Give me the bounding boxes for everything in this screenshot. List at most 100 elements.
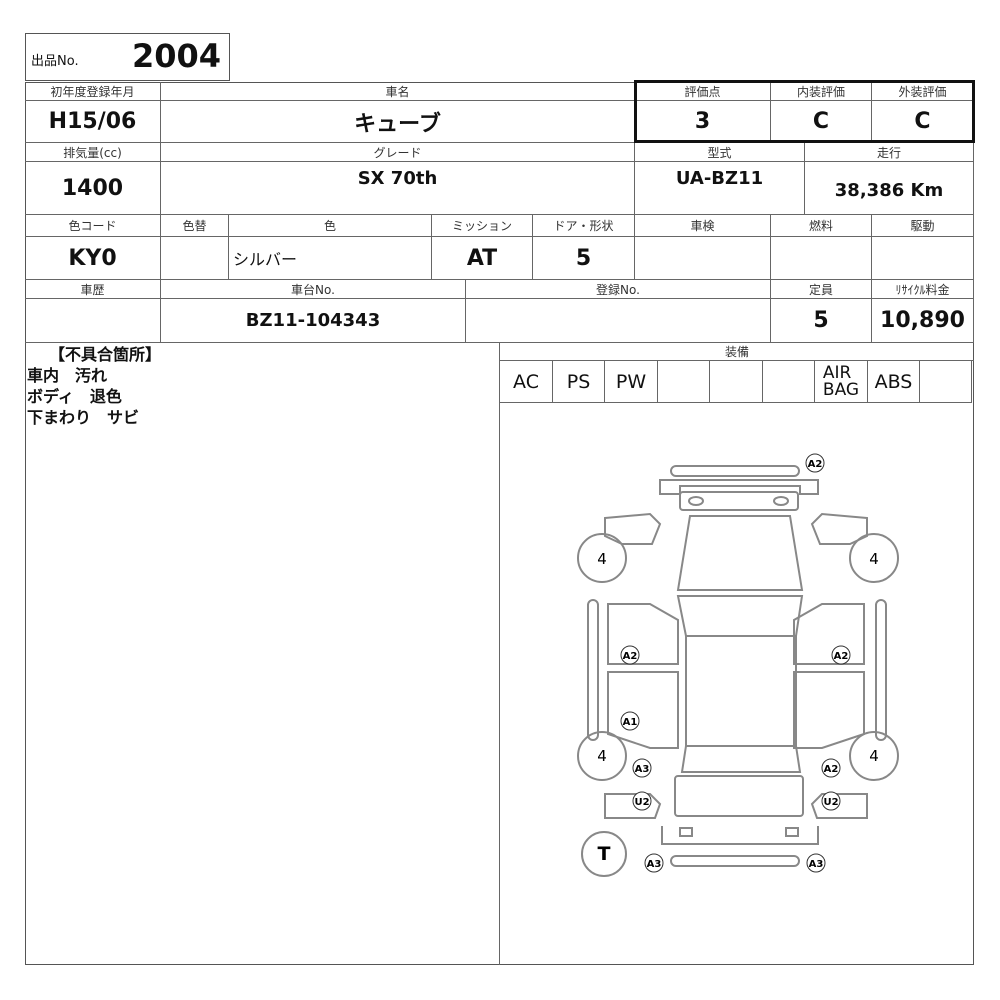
car-value: キューブ: [161, 101, 635, 143]
svg-text:A3: A3: [647, 859, 662, 870]
tail-left: [679, 827, 693, 837]
wheel-fr-score: 4: [869, 550, 879, 568]
svg-text:A3: A3: [809, 859, 824, 870]
score-label: 評価点: [635, 82, 771, 101]
history-label: 車歴: [25, 280, 161, 299]
mark-left-underbody: U2: [632, 791, 652, 811]
equip-abs: ABS: [868, 361, 920, 403]
mark-rear-right: A3: [806, 853, 826, 873]
drive-label: 駆動: [872, 215, 974, 237]
door-value: 5: [533, 237, 635, 280]
front-grille-frame: [659, 479, 819, 495]
grade-label: グレード: [161, 143, 635, 162]
rear-door: [674, 775, 804, 817]
headlight-left: [688, 496, 704, 506]
recycle-label: ﾘｻｲｸﾙ料金: [872, 280, 974, 299]
car-label: 車名: [161, 82, 635, 101]
year-value: H15/06: [25, 101, 161, 143]
equip-slot: [658, 361, 710, 403]
colorcode-label: 色コード: [25, 215, 161, 237]
mark-front-bumper: A2: [805, 453, 825, 473]
mark-left-front-door: A2: [620, 645, 640, 665]
recycle-value: 10,890: [872, 299, 974, 343]
inspection-value: [635, 237, 771, 280]
fuel-label: 燃料: [771, 215, 872, 237]
front-bumper: [670, 465, 800, 477]
windshield: [676, 595, 804, 637]
car-diagram: 4 4 4 4 T A2 A2 A2 A1 A3 A2 U2 U2 A3 A3: [577, 453, 899, 877]
model-value: UA-BZ11: [635, 162, 805, 215]
model-label: 型式: [635, 143, 805, 162]
year-label: 初年度登録年月: [25, 82, 161, 101]
inspection-label: 車検: [635, 215, 771, 237]
hood: [676, 515, 804, 591]
svg-text:U2: U2: [823, 797, 838, 808]
lot-number: 2004: [131, 37, 221, 75]
svg-text:A1: A1: [623, 717, 638, 728]
reg-label: 登録No.: [466, 280, 771, 299]
history-value: [25, 299, 161, 343]
front-panel: [679, 491, 799, 511]
capacity-value: 5: [771, 299, 872, 343]
section-divider: [499, 343, 500, 965]
equip-slot: [920, 361, 972, 403]
right-rear-door: [793, 671, 865, 749]
mileage-value: 38,386 Km: [805, 162, 974, 215]
mark-right-front-door: A2: [831, 645, 851, 665]
defect-item: 車内 汚れ: [27, 366, 108, 385]
color-label: 色: [229, 215, 432, 237]
equip-airbag: AIR BAG: [815, 361, 868, 403]
left-rear-fender: [604, 793, 662, 819]
equip-ac: AC: [500, 361, 553, 403]
lot-box: 出品No. 2004: [25, 33, 230, 81]
rear-bumper-frame: [661, 826, 819, 845]
equipment-title: 装備: [500, 343, 974, 361]
equip-slot: [710, 361, 763, 403]
color-value: シルバー: [229, 237, 432, 280]
defects-section: 【不具合箇所】 車内 汚れ ボディ 退色 下まわり サビ: [27, 344, 497, 428]
interior-label: 内装評価: [771, 82, 872, 101]
door-label: ドア・形状: [533, 215, 635, 237]
repaint-label: 色替: [161, 215, 229, 237]
chassis-value: BZ11-104343: [161, 299, 466, 343]
defects-title: 【不具合箇所】: [49, 345, 162, 364]
capacity-label: 定員: [771, 280, 872, 299]
svg-text:A2: A2: [824, 764, 839, 775]
wheel-fl-score: 4: [597, 550, 607, 568]
rear-step: [670, 855, 800, 867]
exterior-label: 外装評価: [872, 82, 974, 101]
repaint-value: [161, 237, 229, 280]
equip-ps: PS: [553, 361, 605, 403]
svg-text:A2: A2: [623, 651, 638, 662]
headlight-right: [773, 496, 789, 506]
score-value: 3: [635, 101, 771, 143]
colorcode-value: KY0: [25, 237, 161, 280]
mark-left-rear-door: A1: [620, 711, 640, 731]
defect-item: 下まわり サビ: [27, 408, 140, 427]
svg-text:A2: A2: [808, 459, 823, 470]
svg-text:A2: A2: [834, 651, 849, 662]
left-rear-door: [607, 671, 679, 749]
tail-right: [785, 827, 799, 837]
exterior-value: C: [872, 101, 974, 143]
lot-label: 出品No.: [31, 54, 79, 69]
wheel-rr-score: 4: [869, 747, 879, 765]
right-front-door: [793, 603, 865, 665]
left-front-fender: [604, 512, 662, 545]
mission-value: AT: [432, 237, 533, 280]
left-front-door: [607, 603, 679, 665]
mark-rear-left: A3: [644, 853, 664, 873]
svg-text:A3: A3: [635, 764, 650, 775]
drive-value: [872, 237, 974, 280]
wheel-rear-right: [849, 731, 899, 781]
mark-left-rear-fender: A3: [632, 758, 652, 778]
wheel-rl-score: 4: [597, 747, 607, 765]
mark-right-rear-fender: A2: [821, 758, 841, 778]
chassis-label: 車台No.: [161, 280, 466, 299]
mileage-label: 走行: [805, 143, 974, 162]
equip-slot: [763, 361, 815, 403]
grade-value: SX 70th: [161, 162, 635, 215]
wheel-rear-left: [577, 731, 627, 781]
cc-label: 排気量(cc): [25, 143, 161, 162]
spare-tire: [581, 831, 627, 877]
